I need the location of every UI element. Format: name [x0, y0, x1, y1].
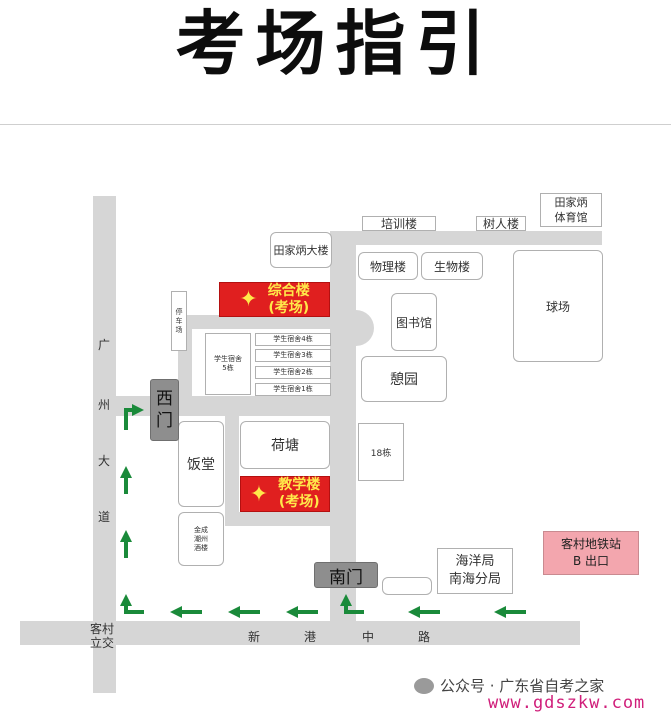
- road-label-guangzhou-4: 道: [98, 510, 111, 524]
- building-physics: 物理楼: [358, 252, 418, 280]
- divider: [0, 124, 671, 125]
- metro-exit-label: B 出口: [572, 554, 610, 568]
- road-label-guangzhou-1: 广: [98, 338, 111, 352]
- metro-exit-kecun: 客村地铁站 B 出口: [543, 531, 639, 575]
- exam-site-jiaoxue-name: 教学楼: [278, 477, 321, 493]
- road-campus-vertical: [330, 231, 356, 623]
- road-campus-top: [190, 315, 332, 329]
- building-stadium: 球场: [513, 250, 603, 362]
- road-label-xingang-1: 新: [248, 630, 261, 644]
- building-library: 图书馆: [391, 293, 437, 351]
- green-arrow-icon: [340, 594, 364, 614]
- building-biology: 生物楼: [421, 252, 483, 280]
- building-dorm1: 学生宿舍1栋: [255, 383, 331, 396]
- building-jincheng: 金成 潮州 酒楼: [178, 512, 224, 566]
- road-label-kecun-interchange: 客村 立交: [90, 622, 115, 650]
- wechat-icon: [414, 677, 434, 694]
- exam-site-zonghe-label: (考场): [268, 299, 310, 316]
- watermark-account-text: 公众号 · 广东省自考之家: [440, 677, 605, 695]
- star-icon: ✦: [249, 481, 269, 507]
- building-ocean-bureau: 海洋局 南海分局: [437, 548, 513, 594]
- watermark-url: www.gdszkw.com: [488, 693, 646, 713]
- building-tianjiabing-sports: 田家炳 体育馆: [540, 193, 602, 227]
- exam-site-zonghe-name: 综合楼: [267, 282, 310, 299]
- building-canteen: 饭堂: [178, 421, 224, 507]
- road-label-xingang-4: 路: [418, 630, 431, 644]
- metro-station-name: 客村地铁站: [560, 537, 621, 551]
- exam-site-jiaoxue: ✦ 教学楼 (考场): [240, 476, 330, 512]
- road-label-xingang-2: 港: [304, 630, 317, 644]
- building-dorm5: 学生宿舍 5栋: [205, 333, 251, 395]
- building-tianjiabing: 田家炳大楼: [270, 232, 332, 268]
- building-training: 培训楼: [362, 216, 436, 231]
- building-shuren: 树人楼: [476, 216, 526, 231]
- exam-site-jiaoxue-label: (考场): [278, 494, 320, 510]
- green-arrow-icon: [120, 594, 144, 614]
- building-garden: 憩园: [361, 356, 447, 402]
- road-label-guangzhou-2: 州: [98, 398, 111, 412]
- exam-site-zonghe: ✦ 综合楼 (考场): [219, 282, 330, 317]
- building-pond: 荷塘: [240, 421, 330, 469]
- road-roundabout: [346, 310, 374, 346]
- building-dorm2: 学生宿舍2栋: [255, 366, 331, 379]
- building-unnamed-small: [382, 577, 432, 595]
- south-gate: 南门: [314, 562, 378, 588]
- star-icon: ✦: [239, 287, 258, 312]
- road-guangzhou-avenue: [93, 196, 116, 693]
- road-xingang: [20, 621, 580, 645]
- road-inner-bottom: [225, 512, 332, 526]
- road-north: [330, 231, 602, 245]
- building-dorm3: 学生宿舍3栋: [255, 349, 331, 362]
- building-18: 18栋: [358, 423, 404, 481]
- road-label-guangzhou-3: 大: [98, 454, 111, 468]
- west-gate: 西 门: [150, 379, 179, 441]
- road-inner-left: [225, 416, 239, 524]
- watermark-account: 公众号 · 广东省自考之家: [414, 675, 604, 696]
- building-parking: 停 车 场: [171, 291, 187, 351]
- road-label-xingang-3: 中: [362, 630, 375, 644]
- page-title: 考场指引: [175, 2, 496, 85]
- building-dorm4: 学生宿舍4栋: [255, 333, 331, 346]
- green-arrow-icon: [124, 404, 144, 430]
